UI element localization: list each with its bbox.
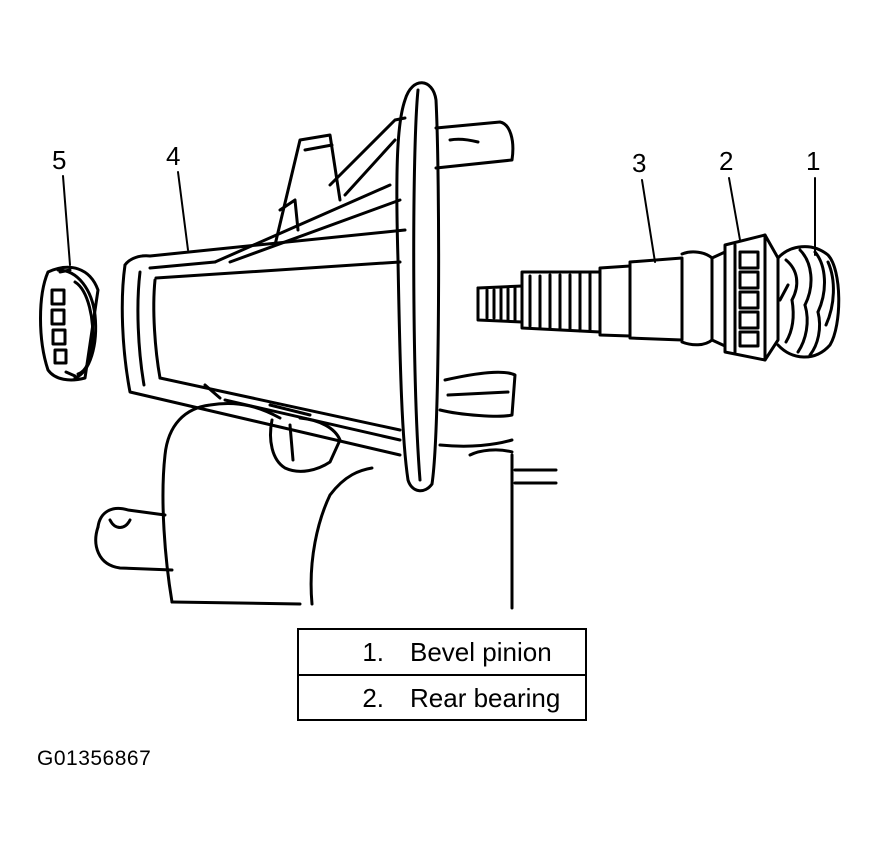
callout-3-label: 3 <box>632 148 647 178</box>
legend-row: 1. Bevel pinion <box>299 630 585 674</box>
callout-5-label: 5 <box>52 145 67 175</box>
pinion-shaft-3 <box>476 250 727 348</box>
housing-flange <box>395 81 517 493</box>
legend-item-number: 1. <box>362 636 384 667</box>
callout-1-label: 1 <box>806 146 821 176</box>
callout-2-label: 2 <box>719 146 734 176</box>
rear-bearing-2 <box>723 233 780 362</box>
legend-table: 1. Bevel pinion 2. Rear bearing <box>297 628 587 721</box>
rear-bearing-race-5 <box>39 265 100 382</box>
callout-4-label: 4 <box>166 141 181 171</box>
legend-row: 2. Rear bearing <box>299 674 585 720</box>
legend-item-number: 2. <box>362 682 384 713</box>
hand <box>94 401 558 610</box>
legend-item-text: Bevel pinion <box>410 636 552 667</box>
callout-leaders <box>62 171 816 266</box>
extension-housing <box>120 116 407 457</box>
figure-id: G01356867 <box>37 747 152 770</box>
legend-item-text: Rear bearing <box>410 682 561 713</box>
bevel-pinion-1 <box>776 245 841 359</box>
